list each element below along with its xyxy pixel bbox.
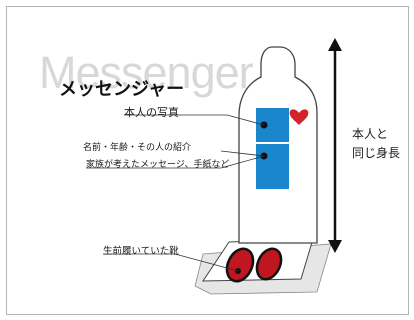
diagram-frame: Messenger メッセンジャー 本人の写真 名前・年齢・その人の紹介 家族が… [6,6,409,315]
label-message: 家族が考えたメッセージ、手紙など [86,160,230,170]
leader-profile [220,150,265,157]
leader-shoes [103,253,239,272]
left-shoe [225,247,255,283]
right-shoe [255,247,283,281]
diagram-title: メッセンジャー [59,79,185,100]
diagram-graphic [86,38,342,295]
height-label: 本人と 同じ身長 [352,125,408,163]
heart-icon [289,109,309,125]
message-panel [256,144,289,189]
watermark-text: Messenger [39,47,254,98]
leader-message [86,155,265,169]
height-arrow-bottom [328,240,342,253]
leader-photo [124,114,265,126]
label-shoes: 生前履いていた靴 [103,246,179,257]
height-arrow-top [328,38,342,51]
label-profile: 名前・年齢・その人の紹介 [83,143,192,153]
height-label-line2: 同じ身長 [352,146,401,160]
label-photo: 本人の写真 [124,106,179,119]
height-label-line1: 本人と [352,127,389,141]
